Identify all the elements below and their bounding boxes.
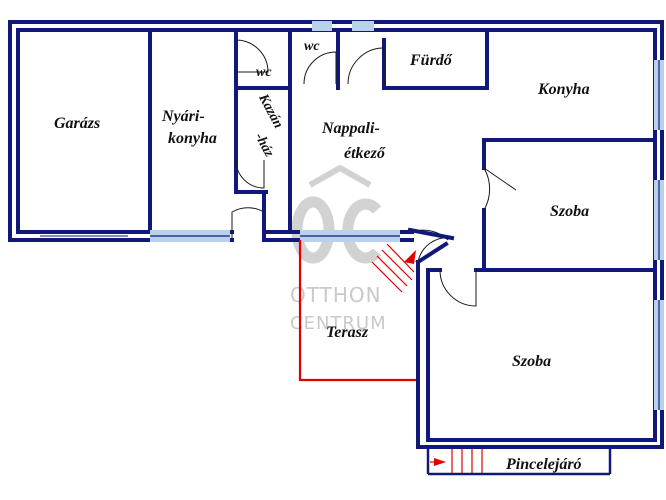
label-bathroom: Fürdő <box>409 52 453 69</box>
label-boiler-2: -ház <box>251 131 276 161</box>
label-summer-kitchen-1: Nyári- <box>161 108 205 125</box>
label-living-1: Nappali- <box>321 120 380 137</box>
label-kitchen: Konyha <box>537 81 590 98</box>
terrace-outline <box>298 240 416 382</box>
watermark-line1: OTTHON <box>290 283 382 307</box>
label-boiler-1: Kazán <box>255 91 286 131</box>
label-room-lower: Szoba <box>512 353 551 370</box>
watermark-logo: OTTHON CENTRUM <box>290 165 387 334</box>
label-cellar-entrance: Pincelejáró <box>505 456 582 473</box>
label-living-2: étkező <box>344 145 386 162</box>
cellar-stairs <box>426 447 612 476</box>
label-summer-kitchen-2: konyha <box>168 130 217 147</box>
label-room-upper: Szoba <box>550 203 589 220</box>
label-terrace: Terasz <box>326 324 369 341</box>
windows <box>40 21 664 410</box>
label-wc-right: wc <box>304 39 320 54</box>
watermark-line2: CENTRUM <box>290 313 387 334</box>
label-wc-left: wc <box>256 65 272 80</box>
room-labels: Garázs Nyári- konyha Kazán -ház wc wc Fü… <box>54 39 590 473</box>
interior-walls <box>148 28 657 272</box>
doors <box>231 39 517 307</box>
label-garage: Garázs <box>54 115 100 132</box>
